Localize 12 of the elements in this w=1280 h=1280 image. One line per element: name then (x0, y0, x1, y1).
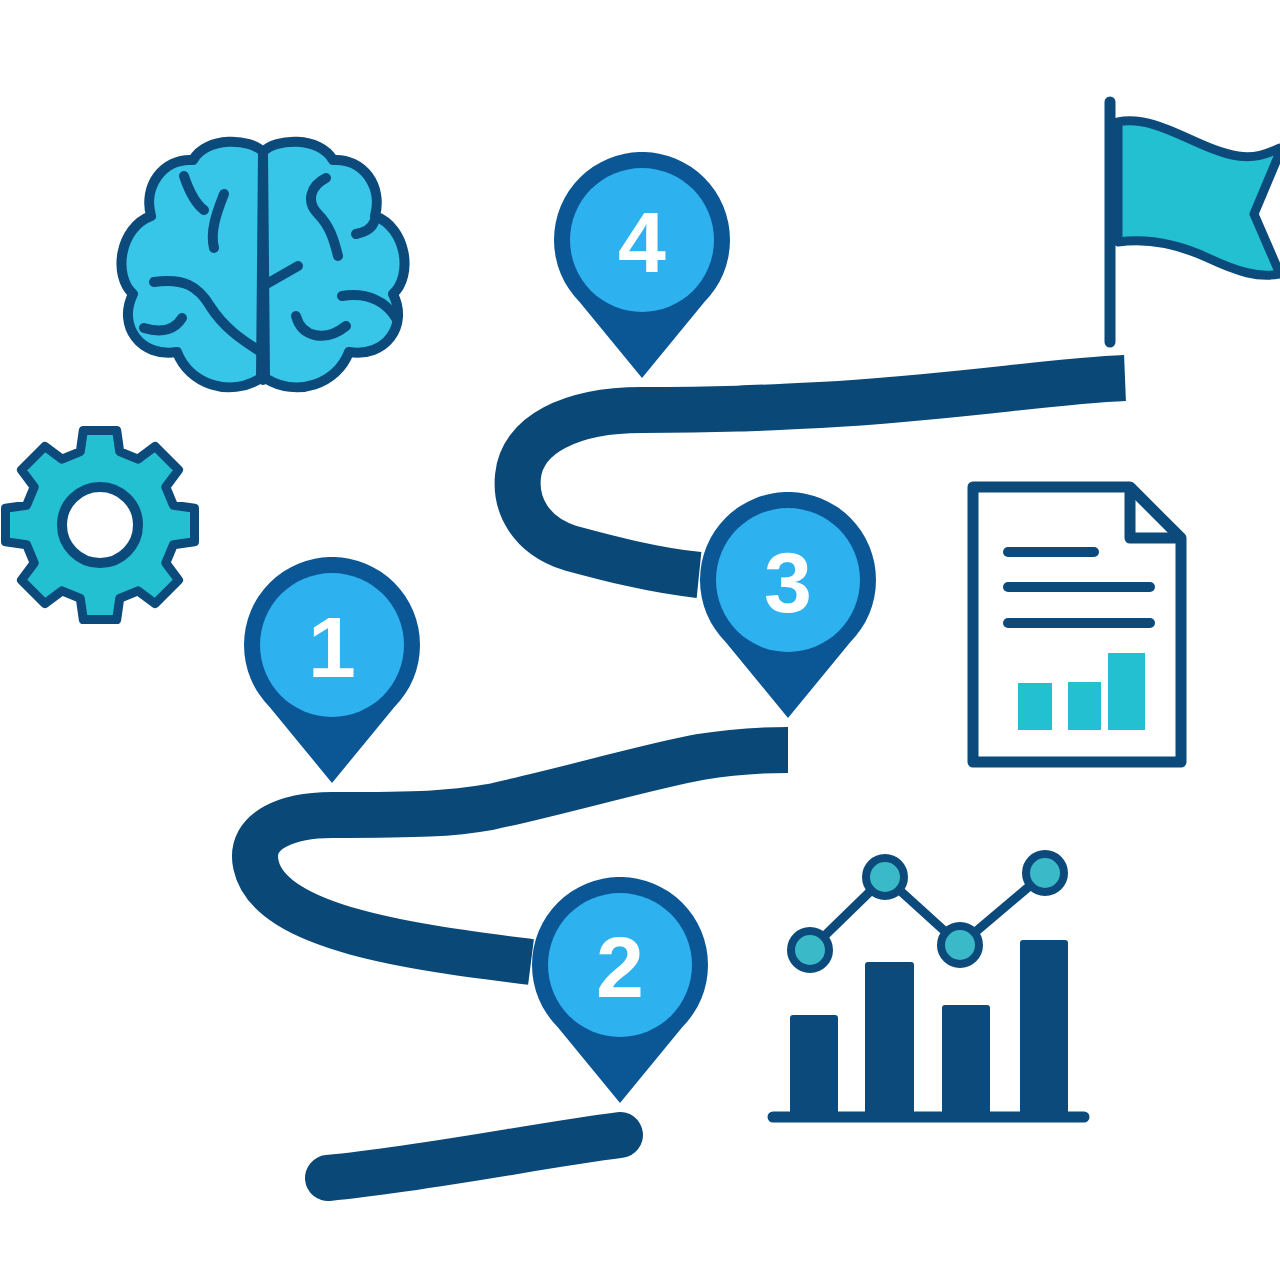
step-number: 2 (596, 932, 644, 1002)
road-path (232, 792, 534, 985)
map-pin (700, 492, 876, 720)
road-path (641, 355, 1127, 433)
step-number: 3 (764, 547, 812, 617)
step-number: 4 (618, 207, 666, 277)
step-number: 1 (308, 612, 356, 682)
road-path (331, 727, 789, 838)
map-pin (554, 152, 730, 380)
map-pin (244, 557, 420, 785)
road-path (305, 1112, 643, 1201)
map-pin (532, 877, 708, 1105)
